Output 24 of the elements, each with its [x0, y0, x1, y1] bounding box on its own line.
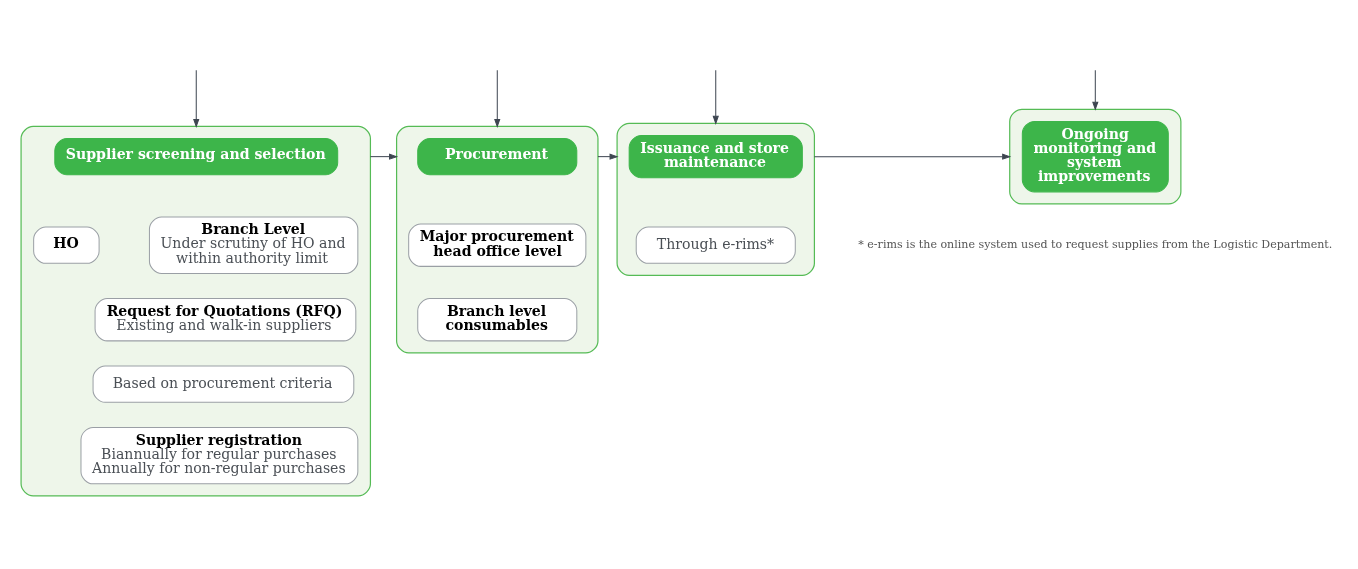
node-box: Supplier screening and selection — [54, 137, 339, 175]
node-box: Branch level consumables — [417, 297, 578, 341]
cluster — [396, 125, 599, 354]
node-box: Procurement — [417, 137, 578, 175]
arrow — [712, 69, 719, 125]
node-box: Branch Level Under scrutiny of HO and within authority limit — [148, 216, 359, 274]
node-box: Supplier registration Biannually for regular purchases Annually for non-regular purchases — [80, 426, 359, 484]
arrow — [813, 152, 1012, 160]
label: * e-rims is the online system used to request supplies from the Logistic Department. — [858, 237, 1333, 251]
arrow — [597, 152, 619, 160]
node-box: HO — [33, 226, 100, 264]
arrow — [494, 69, 501, 128]
arrow — [369, 152, 399, 160]
node-box: Ongoing monitoring and system improvements — [1021, 120, 1169, 192]
node-box: Issuance and store maintenance — [628, 134, 803, 178]
cluster — [616, 122, 815, 276]
arrow — [1092, 69, 1099, 111]
node-box: Through e-rims* — [635, 226, 796, 264]
cluster — [20, 125, 372, 497]
arrow — [193, 69, 200, 128]
cluster — [1009, 108, 1182, 205]
node-box: Request for Quotations (RFQ) Existing and walk-in suppliers — [94, 297, 357, 341]
node-box: Major procurement head office level — [408, 223, 587, 267]
node-box: Based on procurement criteria — [92, 365, 355, 403]
